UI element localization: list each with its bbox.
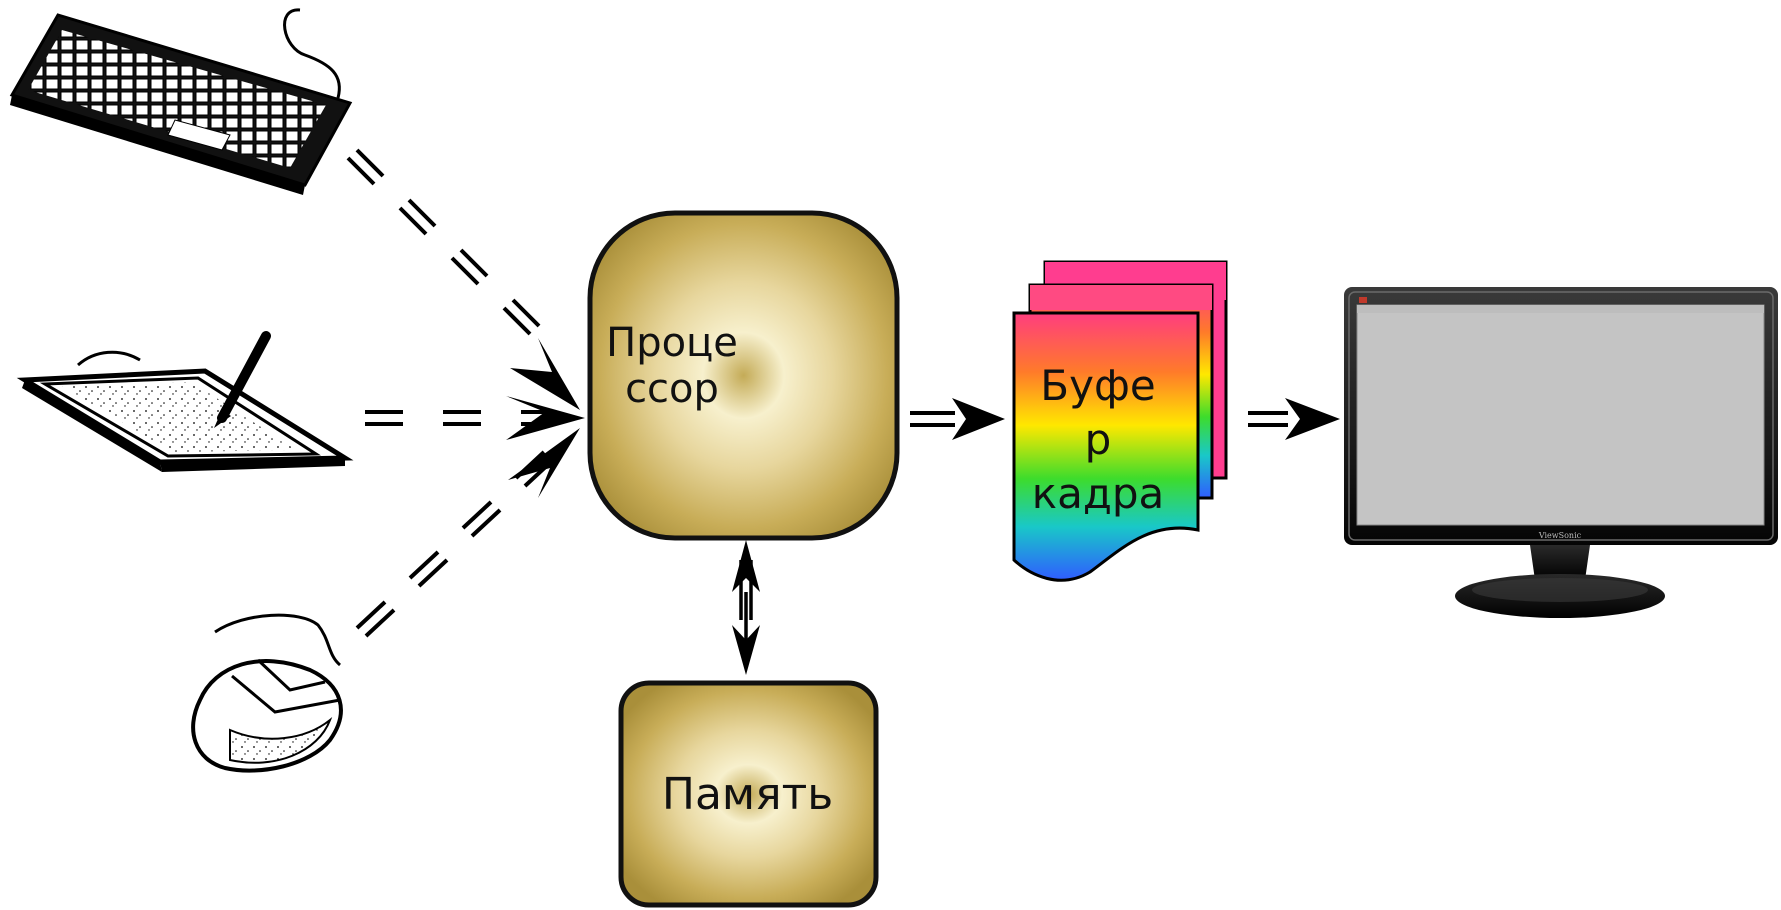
keyboard-to-processor-connector <box>346 148 541 336</box>
processor-to-buffer-arrow <box>910 398 1005 440</box>
frame-buffer-label: Буфе р кадра <box>1018 359 1178 521</box>
memory-label: Память <box>620 772 875 818</box>
mouse-icon <box>191 613 343 773</box>
monitor-icon: ViewSonic <box>1344 287 1778 618</box>
processor-node <box>587 210 900 541</box>
monitor-brand: ViewSonic <box>1538 531 1582 540</box>
processor-label: Проце ссор <box>597 320 747 412</box>
processor-memory-arrow <box>732 540 760 675</box>
buffer-label-line-2: р <box>1084 415 1112 464</box>
keyboard-icon <box>9 8 353 195</box>
processor-label-line-2: ссор <box>625 366 719 412</box>
buffer-label-line-3: кадра <box>1031 469 1165 518</box>
tablet-to-processor-connector <box>365 410 551 426</box>
memory-label-line-1: Память <box>661 769 834 820</box>
buffer-label-line-1: Буфе <box>1040 361 1156 410</box>
buffer-to-monitor-arrow <box>1248 398 1340 440</box>
processor-label-line-1: Проце <box>606 320 738 366</box>
input-arrowheads <box>506 338 585 498</box>
memory-node <box>618 680 879 908</box>
mouse-to-processor-connector <box>355 450 555 638</box>
frame-buffer-stack <box>1012 260 1228 582</box>
graphics-tablet-icon <box>16 331 354 472</box>
